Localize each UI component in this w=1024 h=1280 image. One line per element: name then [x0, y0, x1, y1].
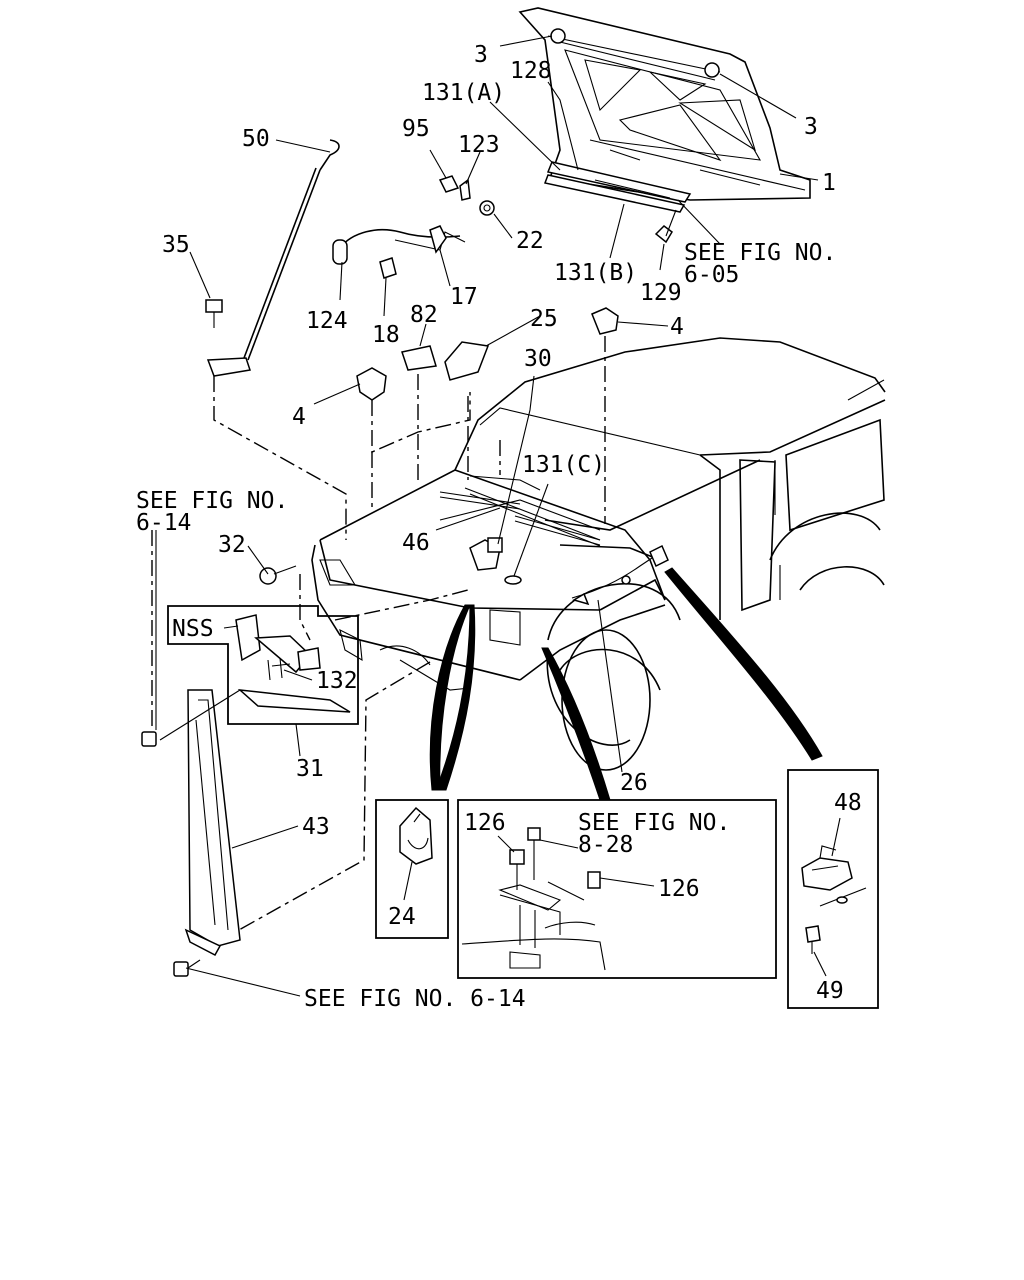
label-126-right: 126 [658, 876, 700, 902]
part-82 [401, 345, 437, 371]
label-1: 1 [822, 170, 836, 196]
label-95: 95 [402, 116, 430, 142]
label-46: 46 [402, 530, 430, 556]
label-30: 30 [524, 346, 552, 372]
label-43: 43 [302, 814, 330, 840]
clip-129 [654, 209, 677, 244]
label-4-left: 4 [292, 404, 306, 430]
detail-box-126 [457, 799, 777, 979]
label-31: 31 [296, 756, 324, 782]
detail-callout-wedges [429, 567, 823, 801]
label-32: 32 [218, 532, 246, 558]
nss-box [167, 605, 359, 725]
vehicle-body [311, 337, 886, 771]
striker-48 [801, 845, 867, 954]
label-123: 123 [458, 132, 500, 158]
label-3-left: 3 [474, 42, 488, 68]
cable-26 [571, 544, 669, 606]
label-26: 26 [620, 770, 648, 796]
label-50: 50 [242, 126, 270, 152]
label-nss: NSS [172, 616, 214, 642]
detail-box-24 [375, 799, 449, 939]
hood-bumper-right [704, 62, 720, 78]
hood-panel [518, 7, 811, 201]
label-3-right: 3 [804, 114, 818, 140]
label-124: 124 [306, 308, 348, 334]
label-131c: 131(C) [522, 452, 605, 478]
label-4-right: 4 [670, 314, 684, 340]
label-see-fig-605-line1: SEE FIG NO. [684, 240, 836, 266]
latch-assembly-30 [469, 537, 522, 585]
label-48: 48 [834, 790, 862, 816]
label-see-fig-614-bottom: SEE FIG NO. 6-14 [304, 986, 526, 1012]
part-25 [444, 341, 490, 381]
hood-bumper-left [550, 28, 566, 44]
label-24: 24 [388, 904, 416, 930]
latch-parts-95-123-22 [438, 175, 495, 216]
label-see-fig-828-line1: SEE FIG NO. [578, 810, 730, 836]
leader-lines [155, 35, 841, 997]
label-see-fig-614-line2: 6-14 [136, 510, 191, 536]
label-126-left: 126 [464, 810, 506, 836]
label-82: 82 [410, 302, 438, 328]
label-25: 25 [530, 306, 558, 332]
label-see-fig-614-line1: SEE FIG NO. [136, 488, 288, 514]
release-cable [332, 225, 466, 279]
support-bracket-43 [141, 689, 241, 977]
hood-bumper-4-left [356, 367, 387, 401]
clip-24 [399, 806, 433, 865]
label-17: 17 [450, 284, 478, 310]
assembly-lines [151, 336, 606, 936]
label-128: 128 [510, 58, 552, 84]
hood-support-rod [205, 139, 340, 377]
hood-bumper-4-right [591, 307, 619, 335]
label-132: 132 [316, 668, 358, 694]
label-49: 49 [816, 978, 844, 1004]
label-35: 35 [162, 232, 190, 258]
label-18: 18 [372, 322, 400, 348]
label-see-fig-605-line2: 6-05 [684, 262, 739, 288]
insulator-strips [543, 161, 692, 213]
label-129: 129 [640, 280, 682, 306]
label-see-fig-828-line2: 8-28 [578, 832, 633, 858]
label-131b: 131(B) [554, 260, 637, 286]
detail-box-48 [787, 769, 879, 1009]
part-labels: 3 128 131(A) 3 95 123 50 1 22 35 SEE FIG… [136, 42, 862, 1012]
hood-lock-assembly [235, 565, 351, 713]
label-22: 22 [516, 228, 544, 254]
label-131a: 131(A) [422, 80, 505, 106]
